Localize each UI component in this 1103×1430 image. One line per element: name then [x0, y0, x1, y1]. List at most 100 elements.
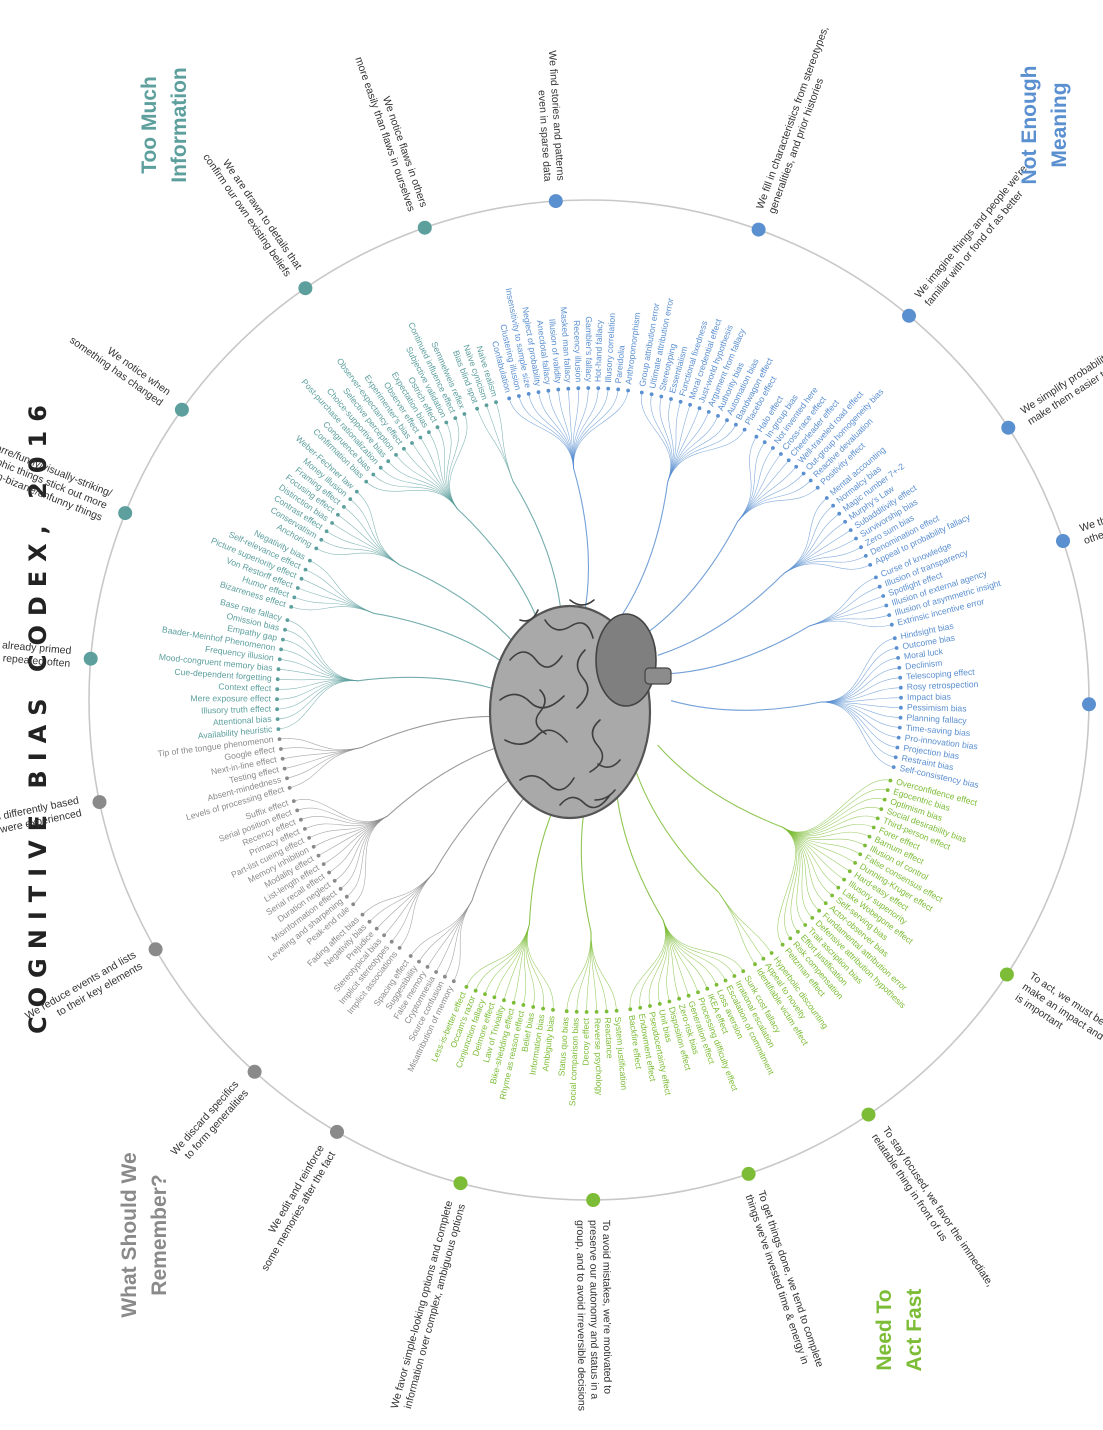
branch-twig: [667, 415, 719, 482]
branch-twig: [399, 872, 435, 949]
branch-twig: [286, 747, 362, 779]
leaf-dot: [810, 916, 815, 920]
category-description-line: To avoid mistakes, we're motivated to: [600, 1220, 613, 1394]
branch-twig: [279, 659, 358, 682]
branch-twig: [783, 497, 827, 574]
leaf-dot: [275, 717, 280, 721]
category-description-line: group, and to avoid irreversible decisio…: [574, 1220, 588, 1411]
leaf-dot: [741, 969, 746, 974]
leaf-dot: [863, 843, 867, 848]
quadrant-title-line: Need To: [873, 1289, 896, 1370]
branch-twig: [737, 442, 765, 522]
leaf-dot: [444, 420, 449, 425]
branch-twig: [353, 815, 389, 905]
bias-label: Illusory truth effect: [201, 704, 272, 716]
branch-twig: [808, 620, 892, 628]
leaf-dot: [319, 537, 324, 542]
leaf-dot: [686, 993, 691, 998]
category-description-line: more easily than flaws in ourselves: [352, 55, 417, 213]
bias-label: Declinism: [905, 658, 943, 672]
branch-trunk: [361, 715, 509, 748]
leaf-dot: [863, 554, 868, 558]
leaf-dot: [771, 446, 775, 450]
leaf-dot: [888, 778, 893, 783]
branch-twig: [808, 586, 880, 627]
leaf-dot: [897, 725, 902, 730]
branch-twig: [566, 931, 592, 1012]
leaf-dot: [566, 386, 571, 391]
category-description: We notice flaws in othersmore easily tha…: [352, 51, 429, 213]
branch-twig: [782, 779, 891, 833]
leaf-dot: [899, 705, 903, 710]
branch-twig: [662, 919, 708, 989]
category-description: We fill in characteristics from stereoty…: [754, 25, 843, 216]
branches-layer: [276, 387, 902, 1013]
leaf-dot: [285, 618, 290, 622]
category-marker: [298, 281, 313, 296]
leaf-dot: [374, 926, 379, 931]
branch-twig: [782, 827, 839, 888]
branch-twig: [484, 924, 530, 995]
category-marker: [330, 1124, 344, 1139]
branch-trunk: [357, 676, 508, 694]
leaf-dot: [678, 399, 683, 404]
branch-twig: [737, 453, 782, 522]
category-description-line: familiar with or fond of as better: [923, 188, 1026, 309]
leaf-dot: [594, 1010, 599, 1014]
leaf-dot: [688, 402, 692, 407]
leaf-dot: [868, 563, 873, 567]
branch-twig: [277, 679, 358, 690]
category-marker: [861, 1107, 876, 1122]
category-description-line: To act, we must be confident we can: [1027, 970, 1103, 1073]
leaf-dot: [311, 844, 316, 849]
leaf-dot: [796, 929, 800, 934]
leaf-dot: [517, 394, 521, 398]
leaf-dot: [371, 472, 376, 477]
branch-twig: [820, 647, 897, 703]
leaf-dot: [332, 878, 337, 883]
leaf-dot: [492, 995, 497, 1000]
leaf-dot: [299, 817, 303, 822]
branch-twig: [391, 872, 435, 942]
category-marker: [174, 402, 189, 417]
branch-trunk: [616, 481, 669, 624]
branch-twig: [293, 799, 389, 822]
leaf-dot: [397, 946, 402, 950]
category-marker: [417, 220, 432, 235]
quadrant-title-line: Remember?: [148, 1174, 171, 1295]
leaf-dot: [875, 816, 880, 821]
category-description: We favor simple-looking options and comp…: [389, 1199, 468, 1413]
branch-twig: [418, 900, 473, 962]
branch-twig: [590, 931, 617, 1011]
leaf-dot: [606, 386, 611, 391]
quadrant-title-line: Too Much: [138, 76, 161, 174]
branch-twig: [309, 560, 374, 614]
category-description: We think we know whatother people are th…: [1078, 486, 1103, 547]
leaf-dot: [604, 1009, 609, 1014]
branch-twig: [369, 872, 435, 922]
leaf-dot: [281, 637, 285, 642]
leaf-dot: [360, 912, 365, 917]
leaf-dot: [425, 965, 430, 969]
leaf-dot: [551, 1008, 555, 1012]
leaf-dot: [696, 990, 700, 995]
bias-label: Social comparison bias: [567, 1018, 580, 1107]
branch-twig: [527, 924, 554, 1010]
leaf-dot: [378, 465, 383, 470]
leaf-dot: [898, 685, 903, 690]
leaf-dot: [649, 392, 654, 397]
category-description-line: To get things done, we tend to complete: [755, 1189, 826, 1369]
leaf-dot: [677, 996, 681, 1001]
category-description: We edit and reinforcesome memories after…: [248, 1143, 338, 1273]
branch-twig: [662, 919, 717, 985]
branch-twig: [662, 919, 744, 972]
bias-label: Pareidolia: [613, 345, 627, 384]
leaf-dot: [788, 936, 793, 941]
leaf-dot: [276, 727, 281, 731]
leaf-dot: [657, 1002, 662, 1006]
category-marker: [92, 795, 107, 810]
